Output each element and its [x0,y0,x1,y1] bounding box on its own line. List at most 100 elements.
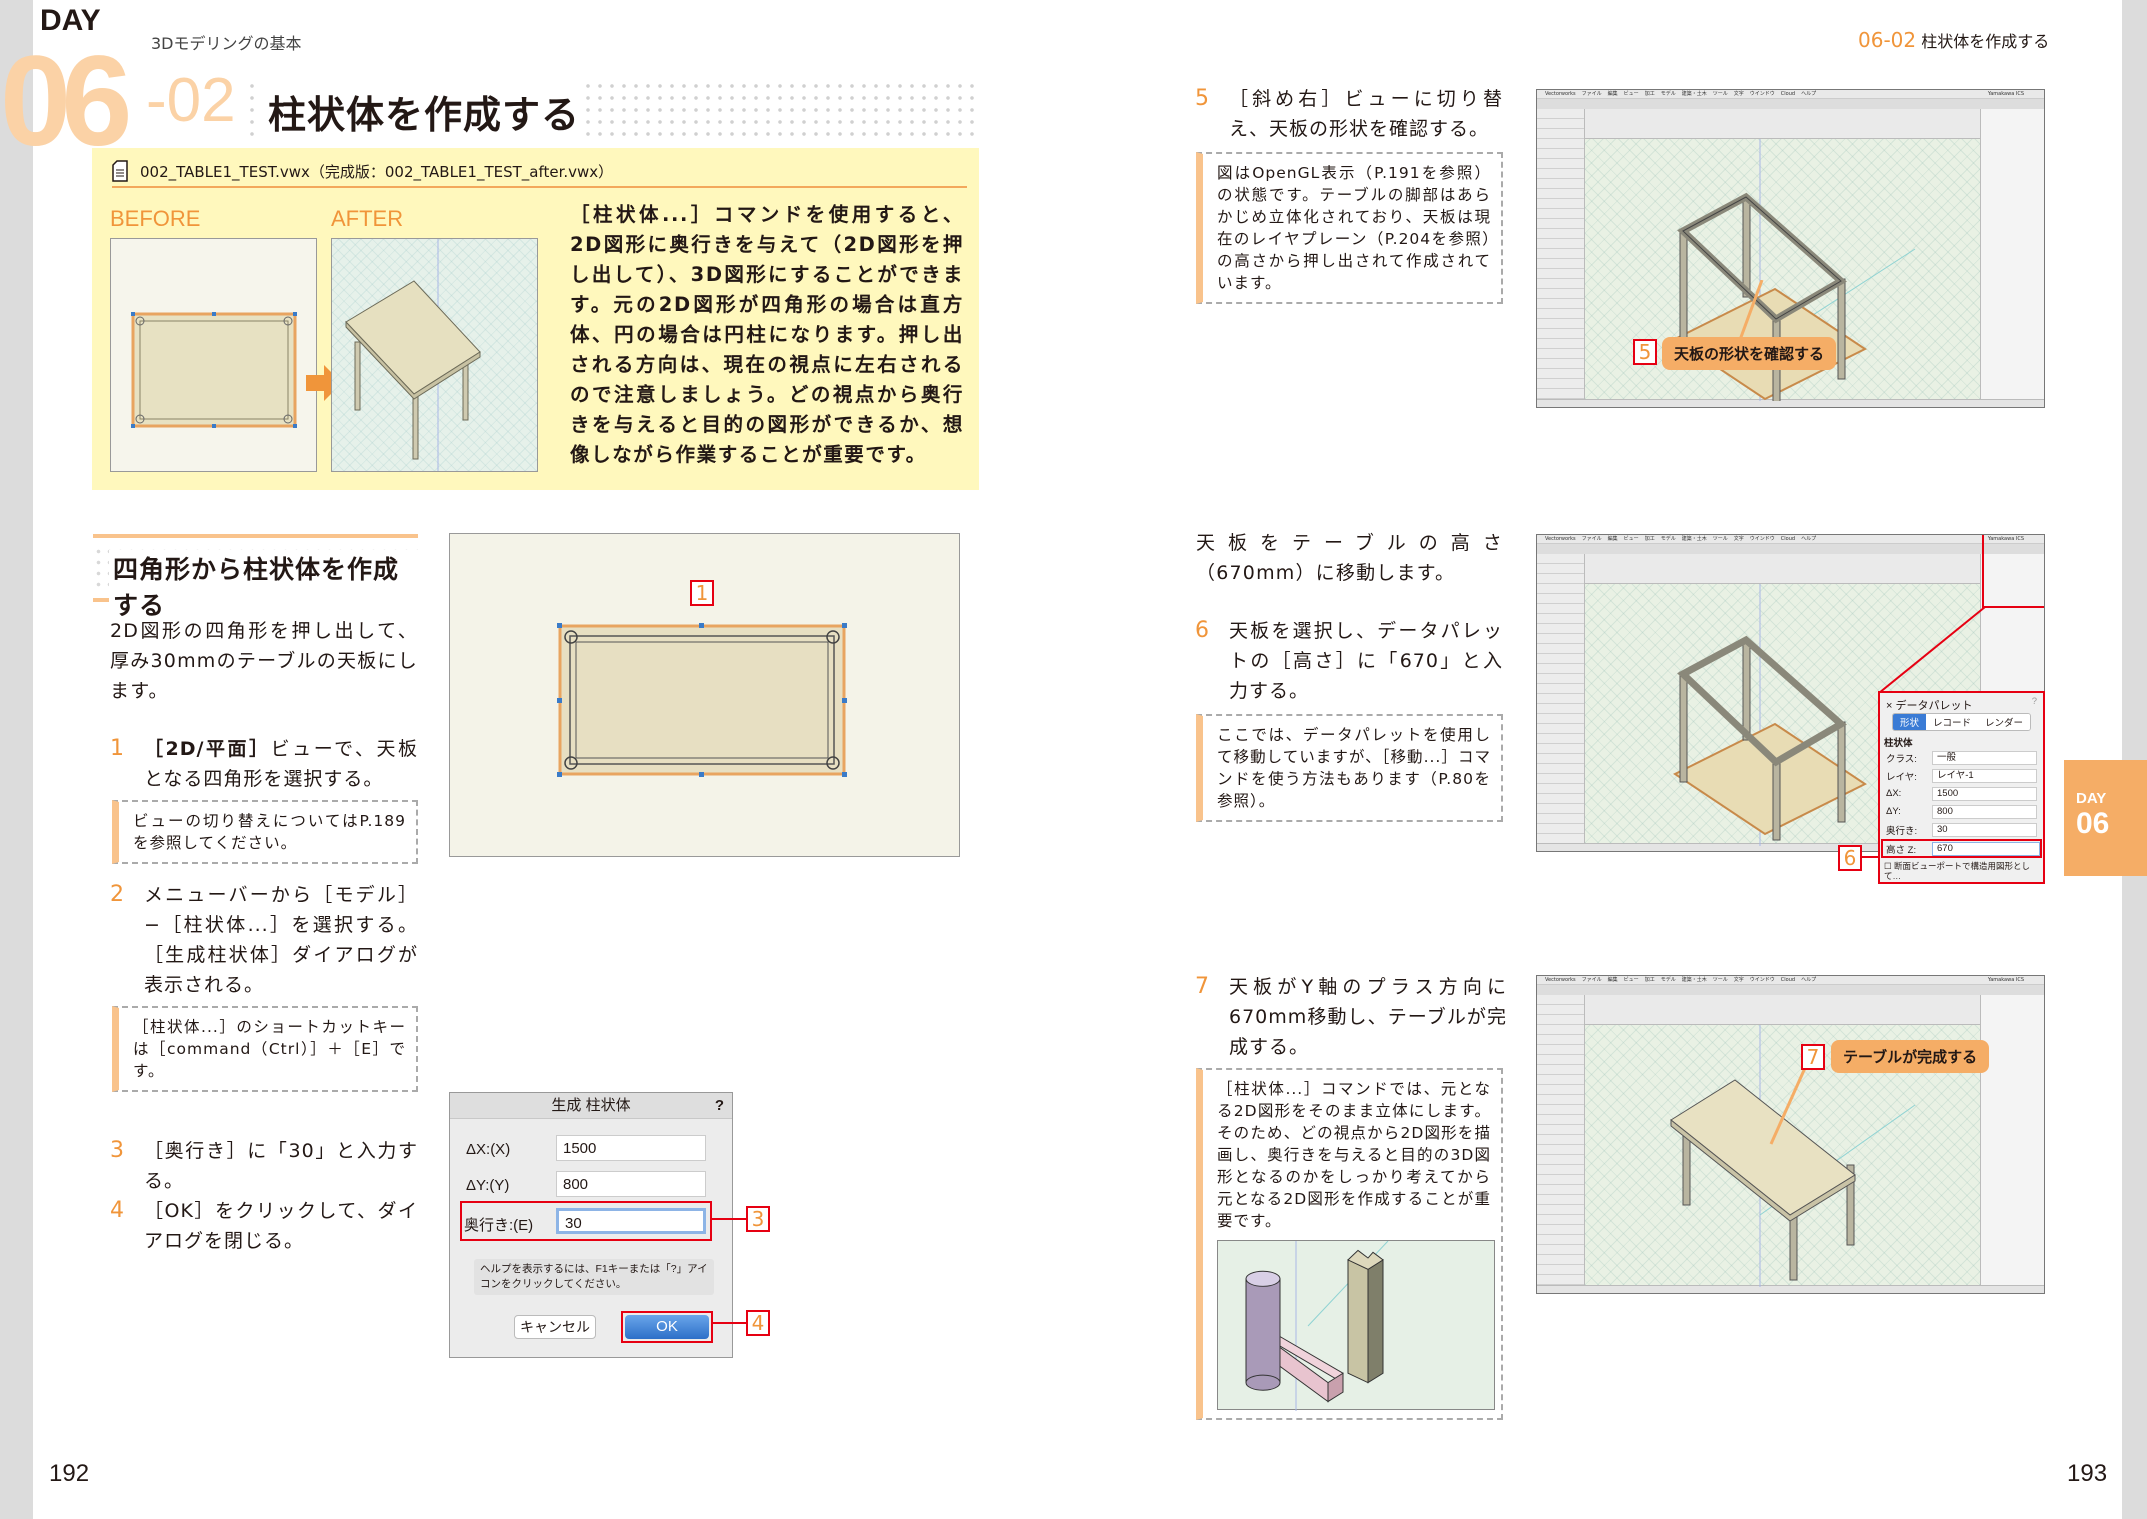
menu-item[interactable]: ウインドウ [1749,91,1775,97]
file-name: 002_TABLE1_TEST.vwx（完成版：002_TABLE1_TEST_… [140,162,614,181]
menu-bar: Vectorworks ファイル編集ビュー加工モデル建築・土木ツール文字ウインドウ… [1537,90,2044,99]
delta-y-label: ΔY:(Y) [466,1177,510,1194]
intro-box: 002_TABLE1_TEST.vwx（完成版：002_TABLE1_TEST_… [92,148,979,490]
menu-item[interactable]: ビュー [1623,977,1639,983]
after-label: AFTER [331,206,404,231]
day-number-large: 06 [0,30,132,173]
delta-y-row: ΔY:800 [1886,804,2037,819]
menu-item[interactable]: ファイル [1581,977,1602,983]
data-palette-zoom: × データパレット ? 形状 レコード レンダー 柱状体 クラス:一般 レイヤ:… [1878,691,2045,884]
title-bar [1537,985,2044,995]
menu-item[interactable]: モデル [1660,977,1676,983]
menu-item[interactable]: 編集 [1607,91,1618,97]
menu-item[interactable]: 文字 [1733,91,1744,97]
title-bar [1537,99,2044,109]
section-number: -02 [146,66,236,135]
menu-item[interactable]: モデル [1660,536,1676,542]
menu-item[interactable]: モデル [1660,91,1676,97]
menu-item[interactable]: 建築・土木 [1681,977,1707,983]
header-number: 06-02 [1858,28,1917,52]
ok-button[interactable]: OK [625,1315,709,1339]
depth-row: 奥行き:30 [1886,822,2037,837]
extrude-dialog: 生成 柱状体? ΔX:(X) 1500 ΔY:(Y) 800 奥行き:(E) 3… [449,1092,733,1358]
menu-item[interactable]: ファイル [1581,91,1602,97]
palette-help[interactable]: ? [2031,696,2037,707]
delta-x-input[interactable]: 1500 [556,1135,706,1161]
help-button[interactable]: ? [714,1097,724,1114]
tab-shape[interactable]: 形状 [1893,714,1927,730]
day-tab-number: 06 [2076,807,2110,840]
leader-line [712,1218,747,1220]
step-number: 5 [1195,86,1210,111]
delta-y-input[interactable]: 800 [556,1171,706,1197]
document-icon [112,160,128,182]
day-tab-label: DAY [2076,790,2107,807]
menu-user: Yamakawa ICS [1987,977,2024,983]
delta-y-field[interactable]: 800 [1932,804,2037,819]
callout-number-3: 3 [746,1206,770,1232]
note-7: ［柱状体...］コマンドでは、元となる2D図形をそのまま立体にします。そのため、… [1196,1068,1503,1420]
menu-item[interactable]: 建築・土木 [1681,536,1707,542]
menu-item[interactable]: ツール [1712,536,1728,542]
delta-x-label: ΔX:(X) [466,1141,511,1158]
menu-item[interactable]: 加工 [1644,91,1655,97]
menu-item[interactable]: ウインドウ [1749,977,1775,983]
menu-item[interactable]: 加工 [1644,977,1655,983]
dialog-title-bar: 生成 柱状体? [450,1093,732,1119]
menu-item[interactable]: Cloud [1780,977,1796,983]
depth-field[interactable]: 30 [1932,822,2037,837]
menu-item[interactable]: Cloud [1780,536,1796,542]
class-select[interactable]: 一般 [1932,750,2037,765]
intro-description: ［柱状体...］コマンドを使用すると、2D図形に奥行きを与えて（2D図形を押し出… [570,203,964,466]
status-bar [1537,1285,2044,1293]
note-2: ［柱状体...］のショートカットキーは［command（Ctrl）］＋［E］です… [112,1006,418,1092]
menu-item[interactable]: Cloud [1780,91,1796,97]
menu-item[interactable]: 建築・土木 [1681,91,1707,97]
right-palette [1980,109,2044,399]
menu-item[interactable]: 加工 [1644,536,1655,542]
callout-number-1: 1 [690,580,714,606]
note-6: ここでは、データパレットを使用して移動していますが、［移動...］コマンドを使う… [1196,714,1503,822]
menu-item[interactable]: 文字 [1733,977,1744,983]
step-1: 1［2D/平面］ビューで、天板となる四角形を選択する。 [110,734,418,794]
height-z-field[interactable]: 670 [1932,841,2040,856]
tab-record[interactable]: レコード [1926,714,1979,730]
tool-palette [1537,995,1585,1285]
menu-item[interactable]: Vectorworks [1545,977,1576,983]
object-type: 柱状体 [1884,738,1913,749]
menu-item[interactable]: ビュー [1623,91,1639,97]
step-number: 1 [110,736,125,761]
menu-item[interactable]: ヘルプ [1801,91,1817,97]
tab-render[interactable]: レンダー [1978,714,2031,730]
layer-row: レイヤ:レイヤ-1 [1886,768,2037,783]
menu-item[interactable]: Vectorworks [1545,91,1576,97]
menu-item[interactable]: Vectorworks [1545,536,1576,542]
step-keyword: ［2D/平面］ [144,738,271,760]
layer-select[interactable]: レイヤ-1 [1932,768,2037,783]
menu-item[interactable]: ファイル [1581,536,1602,542]
menu-item[interactable]: ツール [1712,91,1728,97]
page-title: 柱状体を作成する [262,84,587,139]
step5-group: 5［斜め右］ビューに切り替え、天板の形状を確認する。 図はOpenGL表示（P.… [1195,84,1503,304]
view-toolbar [1585,554,1980,584]
menu-item[interactable]: ツール [1712,977,1728,983]
section-heading-text: 四角形から柱状体を作成する [109,550,418,622]
structural-checkbox[interactable]: ☐ 断面ビューポートで構造用図形として… [1884,861,2030,881]
menu-item[interactable]: 編集 [1607,977,1618,983]
menu-item[interactable]: ウインドウ [1749,536,1775,542]
move-intro: 天板をテーブルの高さ（670mm）に移動します。 [1196,532,1503,584]
page-number-left: 192 [49,1460,90,1487]
depth-input[interactable]: 30 [556,1208,706,1234]
callout-table-complete: テーブルが完成する [1831,1040,1990,1073]
step-4: 4［OK］をクリックして、ダイアログを閉じる。 [110,1196,418,1256]
section-intro: 2D図形の四角形を押し出して、厚み30mmのテーブルの天板にします。 [110,620,418,702]
menu-item[interactable]: ビュー [1623,536,1639,542]
cancel-button[interactable]: キャンセル [514,1315,596,1339]
menu-item[interactable]: 文字 [1733,536,1744,542]
delta-x-field[interactable]: 1500 [1932,786,2037,801]
title-bar [1537,544,2044,554]
menu-item[interactable]: 編集 [1607,536,1618,542]
menu-item[interactable]: ヘルプ [1801,536,1817,542]
menu-item[interactable]: ヘルプ [1801,977,1817,983]
